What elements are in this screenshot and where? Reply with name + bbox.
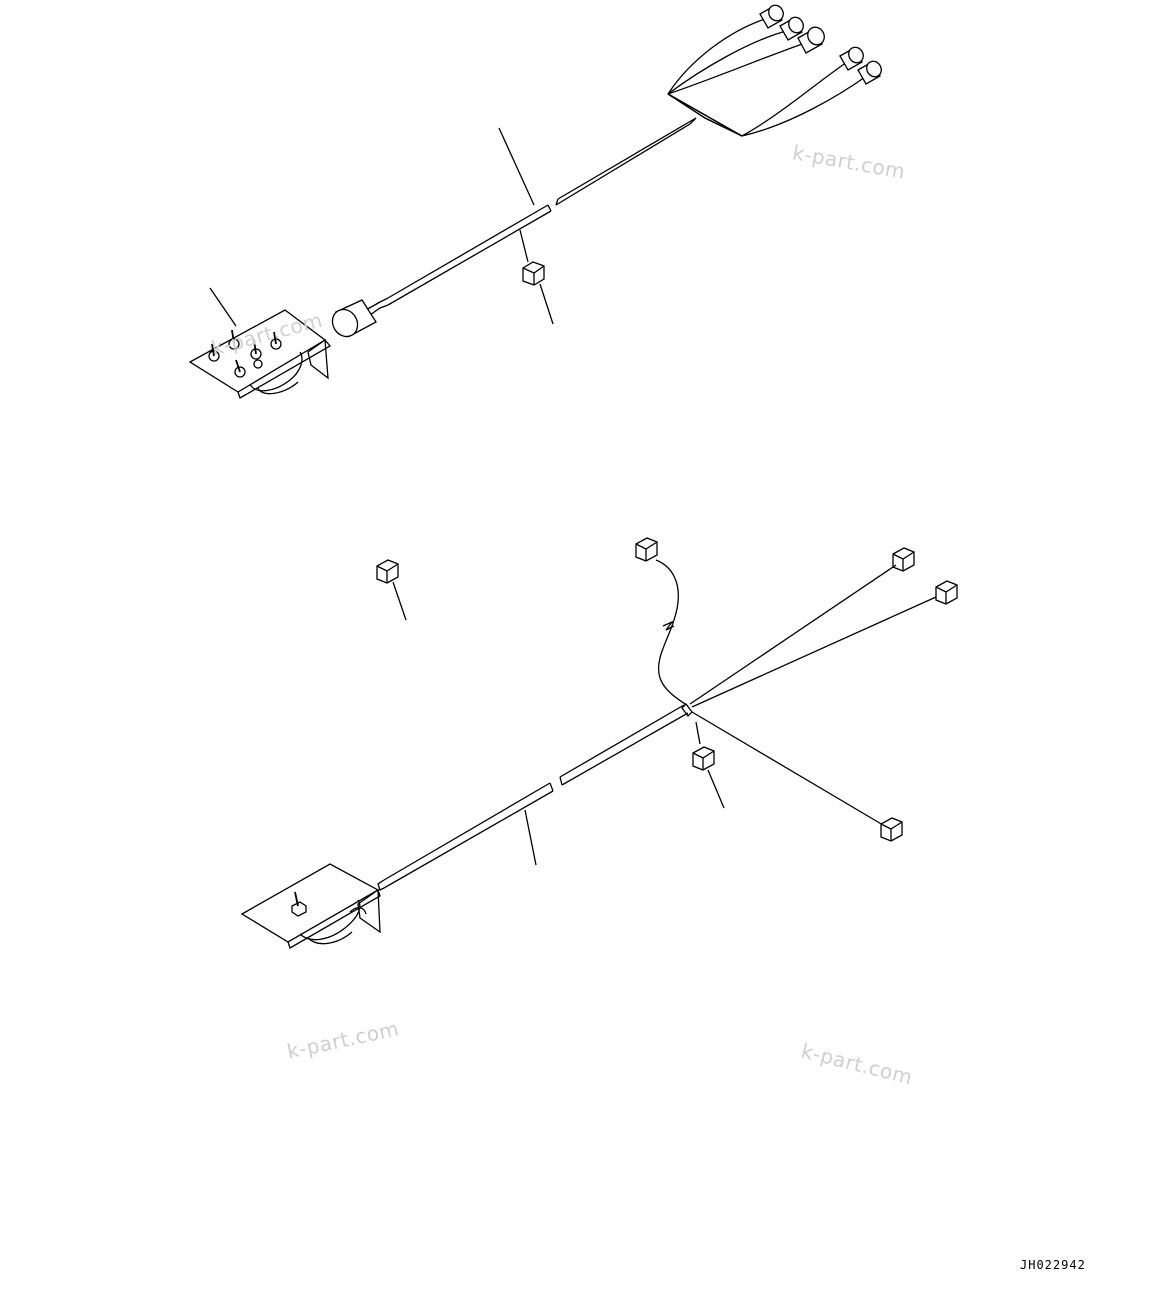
branch-connector-right-2 <box>691 580 958 708</box>
connector-plug-2 <box>779 16 804 41</box>
bottom-harness-cable <box>377 703 693 891</box>
branch-connector-top <box>635 537 689 707</box>
branch-connector-right-1 <box>689 547 915 705</box>
leader-line-clip-bottom-2 <box>707 769 725 809</box>
loose-connector-icon <box>376 559 399 584</box>
leader-line-clip-bottom <box>539 283 554 325</box>
connector-plug-1 <box>759 4 784 29</box>
top-assembly <box>188 4 882 399</box>
branch-connector-right-3 <box>691 711 903 842</box>
top-harness-cable <box>365 117 697 316</box>
leader-line-switch <box>209 287 237 327</box>
toggle-switch-1 <box>208 343 220 362</box>
round-plug <box>331 299 377 338</box>
clip-icon-bottom <box>692 721 715 771</box>
toggle-switch-5 <box>234 359 246 378</box>
leader-line-loose-connector <box>392 581 407 621</box>
toggle-switch-2 <box>228 329 240 350</box>
toggle-switch-4 <box>270 331 282 350</box>
toggle-switch-single <box>291 891 307 917</box>
connector-plug-5 <box>857 60 882 85</box>
toggle-switch-6 <box>253 359 263 369</box>
drawing-code: JH022942 <box>1020 1258 1086 1272</box>
leader-line-bottom-cable <box>524 809 537 866</box>
leader-line-clip-top <box>519 229 529 263</box>
connector-plug-3 <box>797 26 825 54</box>
connector-plug-4 <box>839 46 864 71</box>
switch-plate-1-toggle <box>240 863 381 949</box>
switch-plate-4-toggles <box>188 309 331 399</box>
leader-line-cable <box>498 127 535 206</box>
connector-bundle <box>667 4 882 137</box>
toggle-switch-3 <box>250 339 262 360</box>
bottom-assembly <box>240 537 958 949</box>
clip-icon <box>522 261 545 286</box>
